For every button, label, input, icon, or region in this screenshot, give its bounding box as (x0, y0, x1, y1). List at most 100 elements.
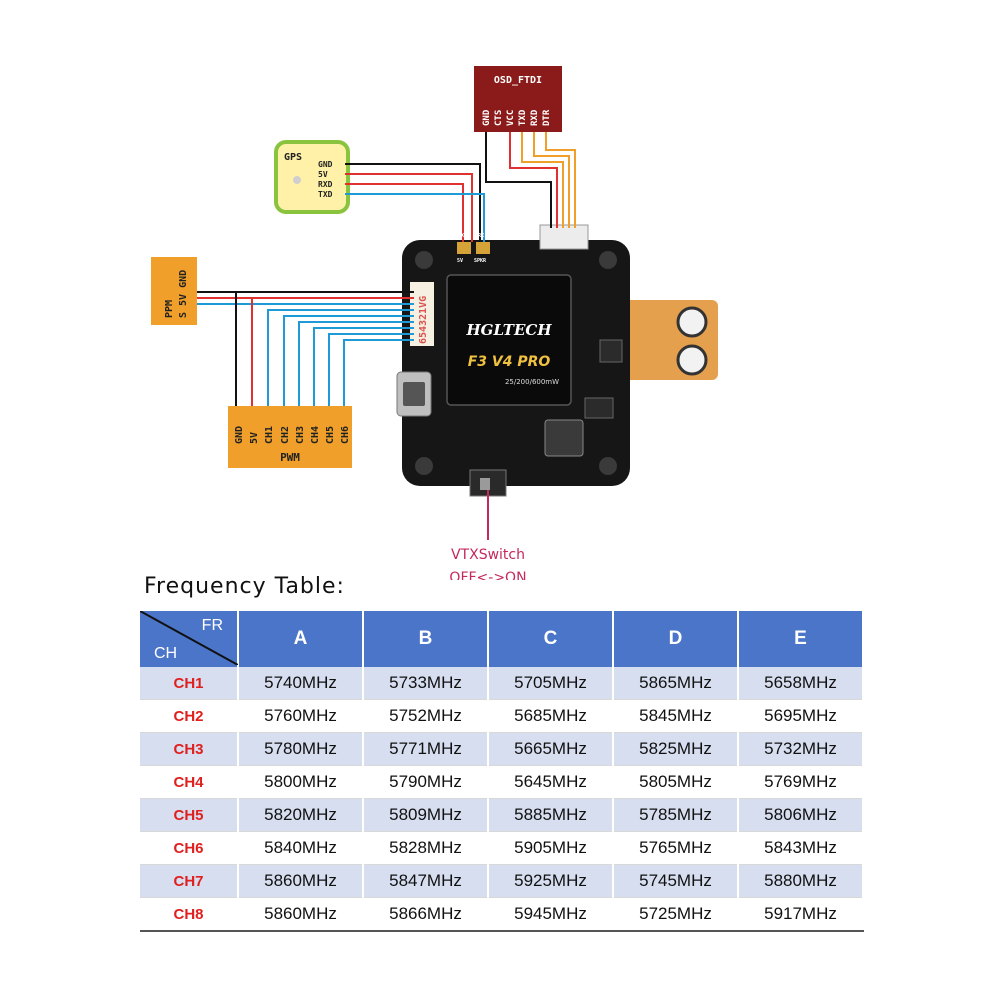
pwm-pin-ch1: CH1 (264, 426, 275, 444)
corner-fr-label: FR (201, 617, 223, 634)
pwm-pin-ch5: CH5 (325, 426, 336, 444)
pwm-pin-5v: 5V (249, 432, 260, 444)
frequency-cell: 5843MHz (738, 831, 864, 865)
header-label: 654321VG (418, 296, 429, 344)
ppm-pins: S 5V GND (178, 270, 189, 318)
pwm-pin-ch3: CH3 (295, 426, 306, 444)
frequency-cell: 5800MHz (238, 765, 364, 799)
frequency-cell: 5745MHz (613, 864, 739, 898)
channel-label: CH3 (140, 732, 239, 766)
frequency-cell: 5769MHz (738, 765, 864, 799)
wiring-diagram: OSD_FTDI GND CTS VCC TXD RXD DTR GPS GND… (151, 66, 718, 580)
osd-ftdi-title: OSD_FTDI (494, 75, 542, 86)
column-header-e: E (738, 611, 864, 667)
channel-label: CH1 (140, 667, 239, 700)
frequency-cell: 5665MHz (488, 732, 614, 766)
frequency-cell: 5885MHz (488, 798, 614, 832)
osd-pin-vcc: VCC (506, 110, 516, 126)
frequency-cell: 5860MHz (238, 897, 364, 932)
frequency-cell: 5805MHz (613, 765, 739, 799)
frequency-cell: 5945MHz (488, 897, 614, 932)
frequency-cell: 5733MHz (363, 667, 489, 700)
frequency-cell: 5658MHz (738, 667, 864, 700)
frequency-cell: 5860MHz (238, 864, 364, 898)
frequency-cell: 5866MHz (363, 897, 489, 932)
pad-5v: 5V (457, 258, 463, 264)
frequency-cell: 5880MHz (738, 864, 864, 898)
vtx-switch-line2: OFF<->ON (449, 570, 526, 580)
column-header-b: B (363, 611, 489, 667)
gps-wires (345, 163, 485, 242)
pwm-pin-ch6: CH6 (340, 426, 351, 444)
table-header-row: FR CH A B C D E (140, 611, 864, 667)
frequency-cell: 5825MHz (613, 732, 739, 766)
gps-pin-5v: 5V (318, 170, 328, 179)
pwm-connector (228, 406, 352, 468)
board-brand: HGLTECH (465, 321, 552, 339)
frequency-cell: 5740MHz (238, 667, 364, 700)
frequency-cell: 5685MHz (488, 699, 614, 733)
column-header-c: C (488, 611, 614, 667)
gps-module (274, 140, 350, 214)
frequency-cell: 5725MHz (613, 897, 739, 932)
corner-ch-label: CH (154, 645, 178, 662)
board-power: 25/200/600mW (505, 378, 559, 386)
pwm-title: PWM (280, 451, 300, 464)
pad-spkr: SPKR (474, 258, 487, 264)
ppm-wires (197, 291, 414, 305)
frequency-cell: 5765MHz (613, 831, 739, 865)
channel-label: CH5 (140, 798, 239, 832)
ppm-label: PPM (164, 300, 175, 318)
osd-pin-rxd: RXD (530, 109, 540, 126)
frequency-cell: 5845MHz (613, 699, 739, 733)
vtx-switch-line1: VTXSwitch (451, 547, 525, 563)
channel-label: CH6 (140, 831, 239, 865)
osd-pin-cts: CTS (494, 110, 504, 126)
frequency-cell: 5917MHz (738, 897, 864, 932)
osd-wires (485, 132, 576, 228)
flight-controller-board (396, 224, 630, 497)
gps-pin-txd: TXD (318, 190, 333, 199)
ppm-connector (151, 257, 197, 325)
frequency-cell: 5705MHz (488, 667, 614, 700)
osd-pin-dtr: DTR (542, 109, 552, 126)
channel-label: CH8 (140, 897, 239, 932)
gps-pin-gnd: GND (318, 160, 333, 169)
osd-ftdi-module (474, 66, 562, 132)
pwm-wires (235, 292, 414, 408)
frequency-cell: 5828MHz (363, 831, 489, 865)
frequency-cell: 5732MHz (738, 732, 864, 766)
frequency-cell: 5771MHz (363, 732, 489, 766)
column-header-a: A (238, 611, 364, 667)
frequency-cell: 5752MHz (363, 699, 489, 733)
column-header-d: D (613, 611, 739, 667)
pwm-pin-ch2: CH2 (280, 426, 291, 444)
frequency-cell: 5847MHz (363, 864, 489, 898)
corner-divider (140, 611, 238, 665)
board-model: F3 V4 PRO (468, 354, 551, 370)
frequency-cell: 5806MHz (738, 798, 864, 832)
frequency-cell: 5695MHz (738, 699, 864, 733)
frequency-cell: 5645MHz (488, 765, 614, 799)
channel-label: CH7 (140, 864, 239, 898)
frequency-cell: 5905MHz (488, 831, 614, 865)
pwm-pin-ch4: CH4 (310, 426, 321, 444)
frequency-cell: 5820MHz (238, 798, 364, 832)
osd-pin-gnd: GND (482, 109, 492, 126)
frequency-cell: 5925MHz (488, 864, 614, 898)
frequency-cell: 5865MHz (613, 667, 739, 700)
gps-title: GPS (284, 152, 302, 163)
channel-label: CH2 (140, 699, 239, 733)
pad-2rx: 2RX (475, 233, 484, 239)
pad-2tx: 2TX (455, 233, 464, 239)
pwm-pin-gnd: GND (234, 426, 245, 444)
